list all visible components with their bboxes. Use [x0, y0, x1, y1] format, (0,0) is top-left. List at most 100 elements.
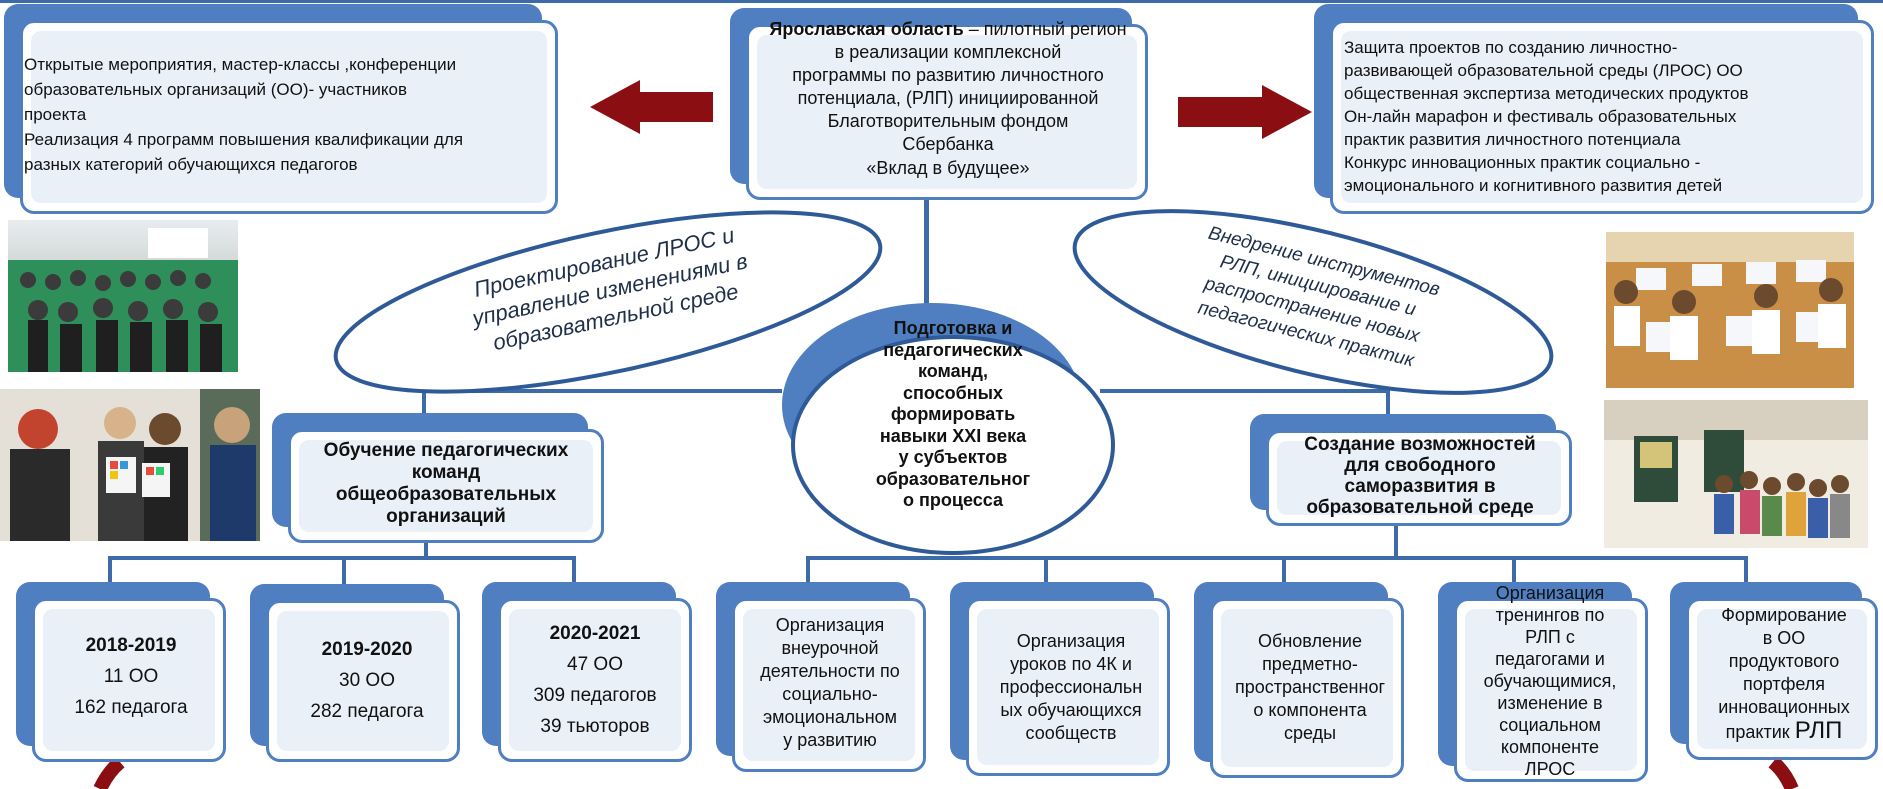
center-line: у субъектов	[898, 447, 1008, 467]
action-line: Формирование	[1721, 605, 1847, 625]
center-line: команд,	[918, 361, 988, 381]
top-left-box	[4, 4, 558, 214]
mid-right-line: Создание возможностей	[1304, 434, 1536, 455]
action-text-5: Формирование в ОО продуктового портфеля …	[1694, 604, 1874, 744]
center-line: навыки XXI века	[879, 425, 1027, 446]
action-line: предметно-	[1262, 654, 1358, 674]
center-line: способных	[902, 382, 1004, 403]
action-box-4	[1438, 582, 1648, 782]
action-box-5	[1670, 582, 1878, 760]
photo-conference	[8, 220, 238, 372]
top-left-line: проекта	[24, 105, 87, 124]
year-box-2018	[16, 582, 226, 762]
action-line: изменение в	[1497, 693, 1603, 713]
year-text-2018: 2018-2019 11 ОО 162 педагога	[46, 630, 216, 723]
center-line: Подготовка и	[893, 318, 1013, 338]
top-center-line: в реализации комплексной	[834, 42, 1062, 62]
mid-left-line: Обучение педагогических	[323, 440, 569, 461]
year-label: 2019-2020	[321, 639, 413, 660]
top-right-line: Он-лайн марафон и фестиваль образователь…	[1344, 107, 1737, 126]
mid-left-text: Обучение педагогических команд общеобраз…	[296, 440, 596, 528]
photo-classroom	[1604, 400, 1868, 548]
action-line: ЛРОС	[1524, 759, 1576, 779]
top-center-line: потенциала, (РЛП) инициированной	[797, 88, 1099, 108]
action-line: педагогами и	[1495, 649, 1605, 669]
top-right-line: Защита проектов по созданию личностно-	[1344, 38, 1678, 57]
action-line: профессиональн	[999, 677, 1143, 697]
action-line: социально-	[782, 684, 878, 704]
action-line-big: РЛП	[1794, 717, 1843, 744]
mid-right-text: Создание возможностей для свободного сам…	[1270, 434, 1570, 518]
top-center-footer: «Вклад в будущее»	[866, 158, 1030, 178]
action-box-3	[1194, 582, 1404, 778]
action-line: у развитию	[783, 730, 877, 750]
year-box-2019	[250, 584, 460, 762]
mid-right-line: саморазвития в	[1344, 476, 1496, 497]
center-line: о процесса	[903, 490, 1003, 510]
ellipse-left-shape	[333, 210, 883, 394]
mid-left-line: организаций	[386, 506, 506, 527]
top-center-line: программы по развитию личностного	[792, 65, 1104, 85]
action-line: эмоциональном	[762, 707, 898, 727]
top-left-line: Открытые мероприятия, мастер-классы ,кон…	[24, 55, 457, 74]
top-center-text: Ярославская область – пилотный регион в …	[762, 18, 1134, 180]
action-box-1	[716, 582, 926, 772]
action-line: деятельности по	[760, 661, 900, 681]
center-line: формировать	[890, 404, 1016, 424]
year-line: 47 ОО	[567, 654, 623, 675]
action-line: о компонента	[1253, 700, 1367, 720]
year-text-2020: 2020-2021 47 ОО 309 педагогов 39 тьюторо…	[510, 618, 680, 742]
top-center-box	[730, 8, 1148, 200]
mid-left-box	[272, 413, 604, 543]
action-line: обучающимися,	[1483, 671, 1617, 691]
action-line: сообществ	[1025, 723, 1117, 743]
action-line: продуктового	[1728, 651, 1840, 671]
year-line: 162 педагога	[74, 697, 188, 718]
action-box-2	[950, 582, 1170, 776]
photo-computer-class	[1606, 232, 1854, 388]
action-line: портфеля	[1742, 674, 1826, 694]
action-line: ых обучающихся	[1000, 700, 1142, 720]
center-line: педагогических	[883, 339, 1023, 360]
year-line: 39 тьюторов	[540, 716, 650, 737]
year-text-2019: 2019-2020 30 ОО 282 педагога	[282, 634, 452, 727]
action-line: уроков по 4К и	[1010, 654, 1132, 674]
action-line: инновационных	[1718, 697, 1850, 717]
top-right-line: эмоционального и когнитивного развития д…	[1344, 176, 1723, 195]
action-line: в ОО	[1762, 628, 1806, 648]
action-line: среды	[1283, 723, 1337, 743]
action-text-1: Организация внеурочной деятельности по с…	[740, 614, 920, 752]
top-right-line: развивающей образовательной среды (ЛРОС)…	[1344, 61, 1743, 80]
top-center-title-bold: Ярославская область	[769, 19, 964, 39]
action-line: пространственног	[1234, 677, 1386, 697]
action-line: компоненте	[1500, 737, 1600, 757]
ellipse-right-shape	[1072, 209, 1554, 395]
action-line: практик	[1725, 722, 1790, 742]
mid-left-line: общеобразовательных	[335, 484, 557, 505]
mid-right-line: для свободного	[1344, 455, 1496, 476]
year-label: 2020-2021	[549, 623, 641, 644]
year-line: 11 ОО	[103, 666, 159, 687]
top-right-line: практик развития личностного потенциала	[1344, 130, 1681, 149]
action-text-2: Организация уроков по 4К и профессиональ…	[976, 630, 1166, 745]
year-line: 30 ОО	[339, 670, 395, 691]
top-border	[0, 0, 1883, 3]
action-line: Организация	[775, 615, 885, 635]
action-line: тренингов по	[1495, 605, 1605, 625]
arc-right-icon	[1768, 756, 1799, 789]
top-right-line: Конкурс инновационных практик социально …	[1344, 153, 1701, 172]
top-right-line: общественная экспертиза методических про…	[1344, 84, 1749, 103]
mid-right-box	[1250, 414, 1572, 526]
top-center-line: Благотворительным фондом	[827, 111, 1069, 131]
top-center-line: Сбербанка	[902, 134, 994, 154]
mid-right-line: образовательной среде	[1306, 497, 1534, 518]
mid-left-line: команд	[411, 462, 481, 483]
center-line: образовательног	[875, 468, 1031, 489]
arrow-left-icon	[590, 80, 713, 134]
top-left-line: Реализация 4 программ повышения квалифик…	[24, 130, 464, 149]
action-line: РЛП с	[1525, 627, 1575, 647]
top-left-line: разных категорий обучающихся педагогов	[24, 155, 358, 174]
top-right-text: Защита проектов по созданию личностно- р…	[1344, 36, 1864, 197]
year-line: 282 педагога	[310, 701, 424, 722]
